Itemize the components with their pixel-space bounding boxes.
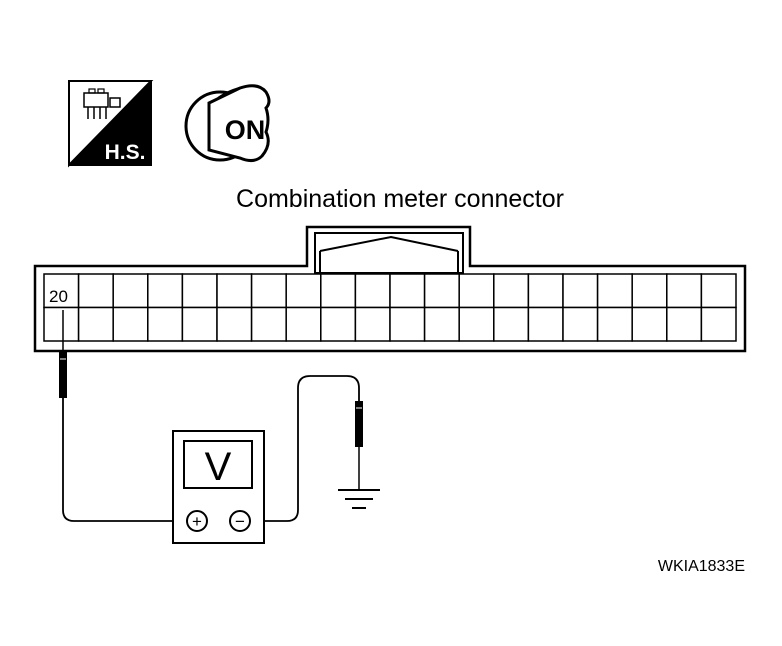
connector-cavity	[700, 273, 737, 309]
connector-cavity	[493, 273, 530, 309]
connector-cavity	[77, 273, 114, 309]
connector-pin-grid	[43, 273, 737, 342]
connector-cavity	[666, 273, 703, 309]
connector-cavity	[320, 273, 357, 309]
connector-cavity	[389, 306, 426, 342]
voltmeter-display	[183, 440, 253, 489]
voltmeter-display-label: V	[205, 445, 232, 489]
connector-latch	[314, 232, 464, 274]
voltmeter: V + −	[172, 430, 265, 544]
negative-terminal-symbol: −	[235, 512, 245, 531]
connector-cavity	[147, 306, 184, 342]
connector-plug-icon	[83, 88, 121, 119]
connector-cavity	[423, 306, 460, 342]
connector-cavity	[596, 306, 633, 342]
positive-test-lead	[62, 398, 187, 522]
connector-cavity	[354, 273, 391, 309]
diagram-title: Combination meter connector	[236, 185, 564, 213]
connector-cavity	[216, 273, 253, 309]
connector-cavity	[147, 273, 184, 309]
connector-cavity	[562, 273, 599, 309]
connector-cavity	[458, 306, 495, 342]
connector-cavity	[493, 306, 530, 342]
connector-cavity	[285, 306, 322, 342]
connector-cavity	[250, 306, 287, 342]
negative-terminal-icon	[229, 510, 251, 532]
connector-cavity	[43, 306, 80, 342]
positive-terminal-symbol: +	[192, 512, 202, 531]
harness-connector-badge-icon: H.S.	[68, 80, 154, 168]
connector-cavity	[285, 273, 322, 309]
figure-code: WKIA1833E	[658, 558, 745, 575]
connector-cavity	[423, 273, 460, 309]
ground-symbol-icon	[338, 489, 380, 509]
negative-test-lead	[251, 375, 360, 522]
harness-badge-label: H.S.	[105, 141, 146, 164]
connector-cavity	[666, 306, 703, 342]
connector-cavity	[596, 273, 633, 309]
connector-cavity	[250, 273, 287, 309]
connector-cavity	[181, 306, 218, 342]
connector-cavity	[631, 273, 668, 309]
connector-cavity	[77, 306, 114, 342]
connector-cavity	[112, 273, 149, 309]
ignition-key-label: ON	[225, 115, 266, 145]
connector-cavity	[631, 306, 668, 342]
connector-cavity	[562, 306, 599, 342]
pin-number-label: 20	[49, 287, 68, 306]
connector-body: 20	[33, 225, 747, 353]
connector-cavity	[181, 273, 218, 309]
connector-cavity	[458, 273, 495, 309]
connector-cavity	[320, 306, 357, 342]
connector-cavity	[216, 306, 253, 342]
connector-cavity	[354, 306, 391, 342]
negative-test-probe	[355, 401, 363, 490]
connector-cavity	[527, 273, 564, 309]
connector-cavity	[527, 306, 564, 342]
connector-cavity	[112, 306, 149, 342]
positive-test-probe	[59, 310, 67, 398]
positive-terminal-icon	[186, 510, 208, 532]
connector-cavity	[700, 306, 737, 342]
connector-cavity	[389, 273, 426, 309]
ignition-key-on-icon: ON	[184, 84, 271, 163]
